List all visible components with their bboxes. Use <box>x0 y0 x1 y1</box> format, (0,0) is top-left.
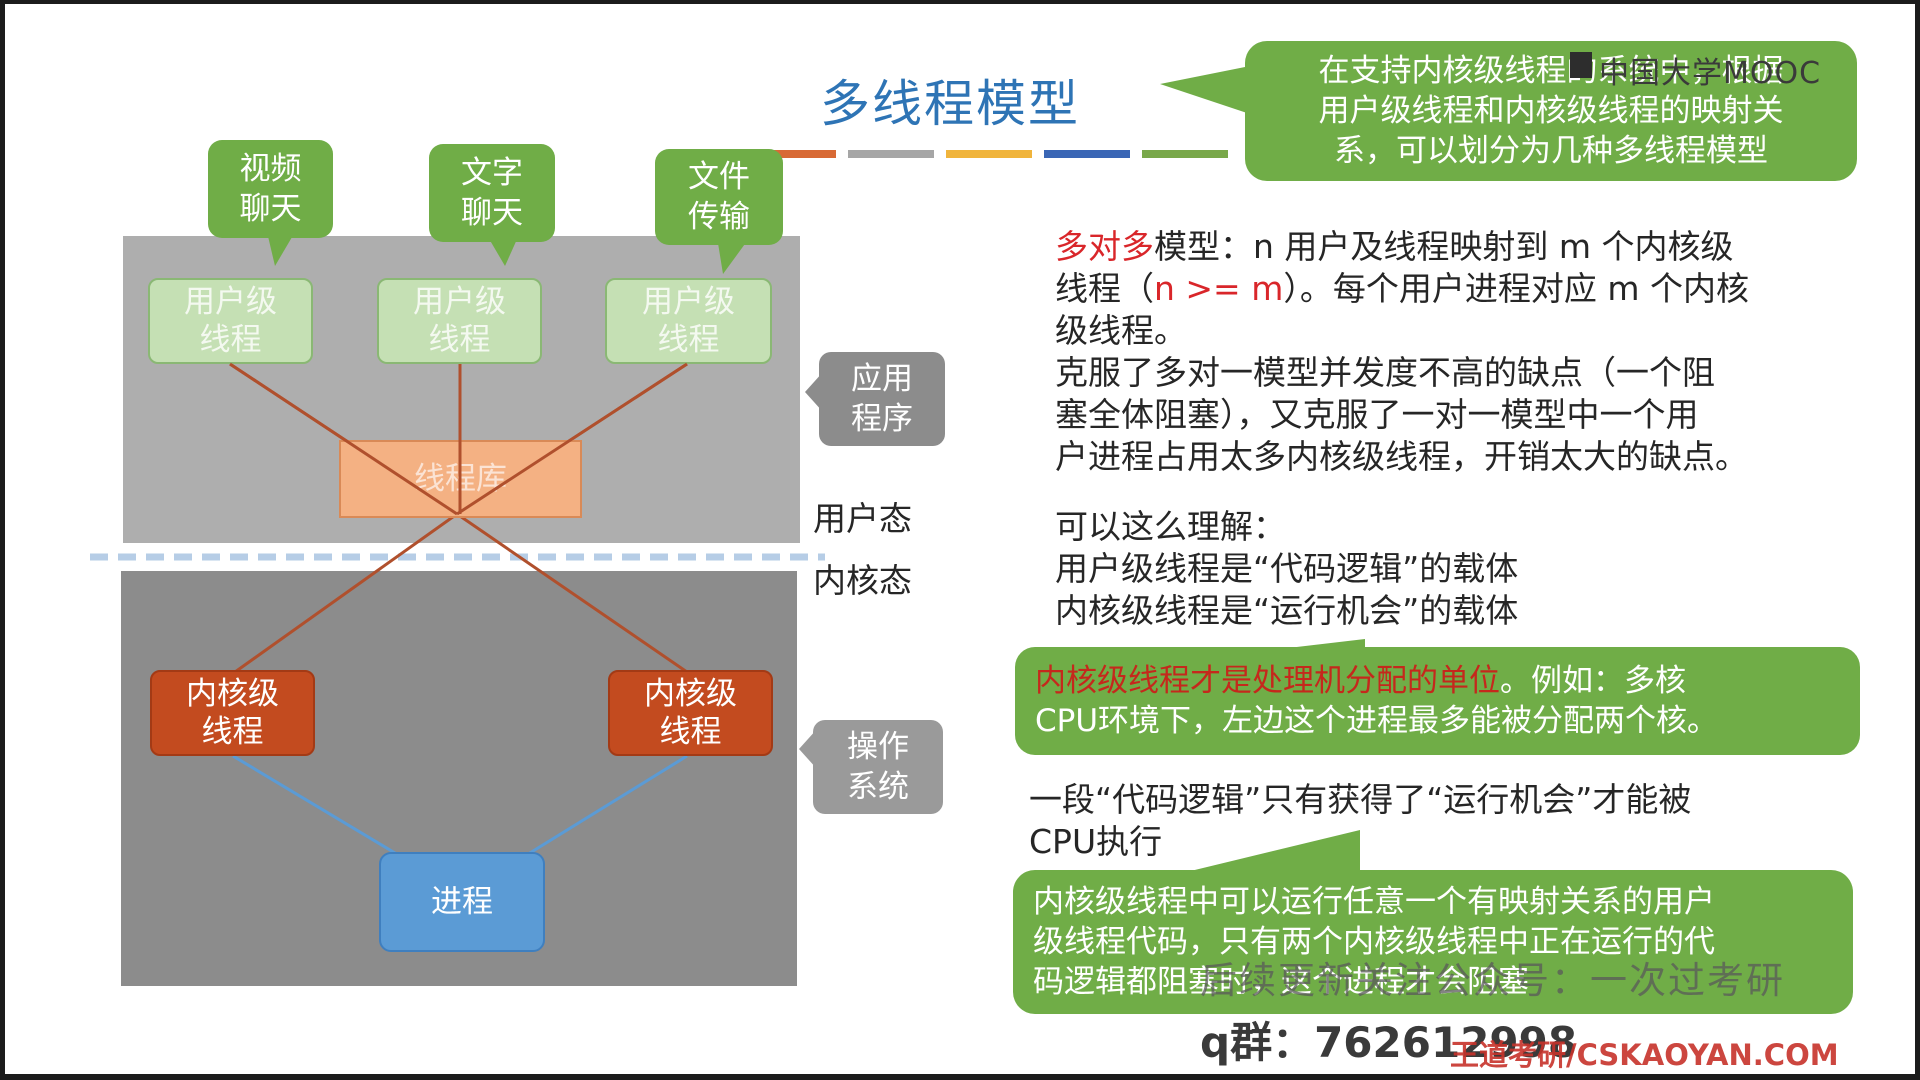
process-label: 进程 <box>431 884 493 920</box>
execution-text: 一段“代码逻辑”只有获得了“运行机会”才能被 CPU执行 <box>1029 779 1691 863</box>
kernel-thread-label: 内核级 线程 <box>186 676 279 750</box>
callout-middle-line-1: 内核级线程才是处理机分配的单位。例如：多核 <box>1035 663 1686 699</box>
exec-line-1: 一段“代码逻辑”只有获得了“运行机会”才能被 <box>1029 780 1692 819</box>
label-os-text: 操作 系统 <box>847 729 909 805</box>
user-thread-label: 用户级 线程 <box>413 284 506 358</box>
desc-line-2: 线程（n >= m）。每个用户进程对应 m 个内核 <box>1055 269 1749 308</box>
label-app-program: 应用 程序 <box>819 352 945 446</box>
page-title: 多线程模型 <box>820 75 1080 133</box>
color-bar-2 <box>848 150 934 158</box>
desc-line-1: 多对多模型：n 用户及线程映射到 m 个内核级 <box>1055 227 1734 266</box>
callout-bottom-tail <box>1170 830 1360 876</box>
app-bubble-tail-2 <box>488 237 518 266</box>
understand-line-3: 内核级线程是“运行机会”的载体 <box>1055 591 1519 630</box>
app-bubble-tail-1 <box>267 232 295 266</box>
color-bar-5 <box>1142 150 1228 158</box>
qq-number: 762612998 <box>1314 1018 1578 1067</box>
understand-line-1: 可以这么理解： <box>1055 507 1286 546</box>
callout-bottom-text: 内核级线程中可以运行任意一个有映射关系的用户 级线程代码，只有两个内核级线程中正… <box>1033 884 1715 1000</box>
label-kernel-mode: 内核态 <box>813 561 912 600</box>
label-os-tail <box>799 729 817 769</box>
process-box: 进程 <box>379 852 545 952</box>
color-bar-strip <box>750 150 1240 158</box>
app-bubble-video-chat: 视频 聊天 <box>208 140 333 238</box>
library-crossing-lines <box>229 362 688 516</box>
color-bar-3 <box>946 150 1032 158</box>
user-thread-box-2: 用户级 线程 <box>377 278 542 364</box>
app-label: 视频 聊天 <box>239 151 302 227</box>
callout-top-right-text: 在支持内核级线程的系统中，根据 用户级线程和内核级线程的映射关 系，可以划分为几… <box>1318 53 1784 169</box>
label-user-mode: 用户态 <box>813 499 912 538</box>
app-bubble-file-transfer: 文件 传输 <box>655 149 783 245</box>
callout-top-tail <box>1160 66 1250 114</box>
desc-line-4: 克服了多对一模型并发度不高的缺点（一个阻 <box>1055 353 1715 392</box>
connector-kt1-process <box>232 754 401 858</box>
label-os: 操作 系统 <box>813 720 943 814</box>
label-app-program-text: 应用 程序 <box>851 361 913 437</box>
model-name: 多对多 <box>1055 227 1154 266</box>
understanding-block: 可以这么理解： 用户级线程是“代码逻辑”的载体 内核级线程是“运行机会”的载体 <box>1055 506 1518 632</box>
qq-group-watermark: q群：762612998 <box>1200 1018 1578 1067</box>
callout-top-right: 在支持内核级线程的系统中，根据 用户级线程和内核级线程的映射关 系，可以划分为几… <box>1245 41 1857 181</box>
callout-middle-line-2: CPU环境下，左边这个进程最多能被分配两个核。 <box>1035 703 1719 739</box>
callout-middle-highlight: 内核级线程才是处理机分配的单位 <box>1035 663 1500 699</box>
understand-line-2: 用户级线程是“代码逻辑”的载体 <box>1055 549 1519 588</box>
color-bar-4 <box>1044 150 1130 158</box>
user-thread-box-3: 用户级 线程 <box>605 278 772 364</box>
slide: 多线程模型 视频 聊天 文字 聊天 文件 传输 用 <box>5 4 1915 1074</box>
callout-bottom: 内核级线程中可以运行任意一个有映射关系的用户 级线程代码，只有两个内核级线程中正… <box>1013 870 1853 1014</box>
user-thread-label: 用户级 线程 <box>642 284 735 358</box>
kernel-thread-label: 内核级 线程 <box>644 676 737 750</box>
label-app-tail <box>805 372 823 412</box>
app-label: 文字 聊天 <box>461 155 523 231</box>
desc-line-5: 塞全体阻塞），又克服了一对一模型中一个用 <box>1055 395 1699 434</box>
app-bubble-tail-3 <box>717 237 750 274</box>
app-label: 文件 传输 <box>688 159 750 235</box>
connector-library-kt2 <box>456 512 688 674</box>
ratio-condition: n >= m <box>1154 269 1284 308</box>
connector-kt2-process <box>524 754 688 858</box>
mooc-logo-icon <box>1570 52 1592 78</box>
model-description: 多对多模型：n 用户及线程映射到 m 个内核级 线程（n >= m）。每个用户进… <box>1055 226 1749 478</box>
app-bubble-text-chat: 文字 聊天 <box>429 144 555 242</box>
user-thread-label: 用户级 线程 <box>184 284 277 358</box>
kernel-thread-box-2: 内核级 线程 <box>608 670 773 756</box>
site-watermark: 王道考研/CSKAOYAN.COM <box>1450 1038 1839 1072</box>
exec-line-2: CPU执行 <box>1029 822 1163 861</box>
desc-line-6: 户进程占用太多内核级线程，开销太大的缺点。 <box>1055 437 1748 476</box>
follow-watermark: 后续更新关注公众号：一次过考研 <box>1200 959 1785 1002</box>
desc-line-3: 级线程。 <box>1055 311 1187 350</box>
user-thread-box-1: 用户级 线程 <box>148 278 313 364</box>
color-bar-1 <box>750 150 836 158</box>
connector-library-kt1 <box>234 512 458 674</box>
kernel-thread-box-1: 内核级 线程 <box>150 670 315 756</box>
callout-middle: 内核级线程才是处理机分配的单位。例如：多核 CPU环境下，左边这个进程最多能被分… <box>1015 647 1860 755</box>
mooc-logo-text: 中国大学MOOC <box>1599 56 1822 91</box>
